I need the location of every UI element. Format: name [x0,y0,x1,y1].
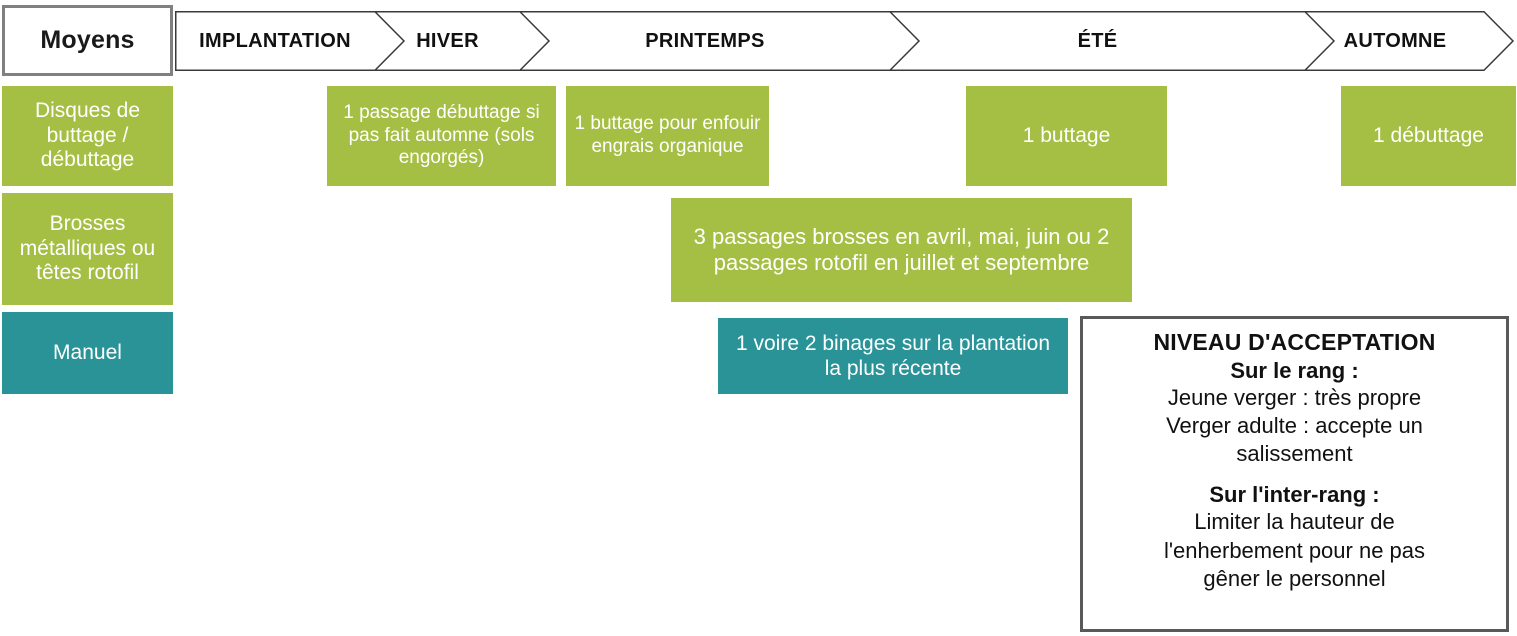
action-box: 1 buttage [966,86,1167,186]
acceptance-section-line: gêner le personnel [1203,565,1386,591]
moyens-header-box: Moyens [2,5,173,76]
category-cell: Disques de buttage / débuttage [2,86,173,186]
acceptance-section-line: Verger adulte : accepte un [1166,413,1423,439]
acceptance-section-line: Jeune verger : très propre [1167,385,1422,410]
category-cell: Brosses métalliques ou têtes rotofil [2,193,173,305]
category-cell-label: Disques de buttage / débuttage [34,98,141,172]
action-box-text: 3 passages brosses en avril, mai, juin o… [693,223,1110,275]
acceptance-section-line: l'enherbement pour ne pas [1163,537,1426,563]
acceptance-section-subtitle: Sur l'inter-rang : [1209,482,1380,508]
acceptance-level-panel: NIVEAU D'ACCEPTATION Sur le rang :Jeune … [1080,316,1509,632]
season-label-hiver: HIVER [416,29,479,52]
category-cell: Manuel [2,312,173,394]
action-box-text: 1 voire 2 binages sur la plantation la p… [735,331,1051,380]
season-label-printemps: PRINTEMPS [645,29,765,52]
acceptance-section-line: Limiter la hauteur de [1194,509,1395,535]
season-label-automne: AUTOMNE [1343,29,1447,52]
category-cell-label: Brosses métalliques ou têtes rotofil [19,211,156,285]
action-box-text: 1 passage débuttage si pas fait automne … [343,101,540,169]
acceptance-section-line: salissement [1236,441,1353,467]
season-chevron-shape [175,11,1515,71]
category-cell-label: Manuel [53,340,122,364]
action-box: 1 débuttage [1341,86,1516,186]
action-box: 1 buttage pour enfouir engrais organique [566,86,769,186]
action-box: 1 voire 2 binages sur la plantation la p… [718,318,1068,394]
moyens-header-label: Moyens [40,26,135,54]
action-box: 1 passage débuttage si pas fait automne … [327,86,556,186]
season-label-implantation: IMPLANTATION [199,29,351,52]
season-timeline-banner: IMPLANTATION HIVER PRINTEMPS ÉTÉ AUTOMNE [175,11,1515,71]
action-box-text: 1 buttage [1022,124,1111,148]
season-label-ete: ÉTÉ [1077,29,1118,52]
action-box-text: 1 débuttage [1373,124,1484,148]
acceptance-panel-title: NIVEAU D'ACCEPTATION [1153,329,1436,355]
section-spacer [1083,468,1506,480]
action-box: 3 passages brosses en avril, mai, juin o… [671,198,1132,302]
action-box-text: 1 buttage pour enfouir engrais organique [574,113,761,157]
acceptance-section-subtitle: Sur le rang : [1230,358,1359,383]
